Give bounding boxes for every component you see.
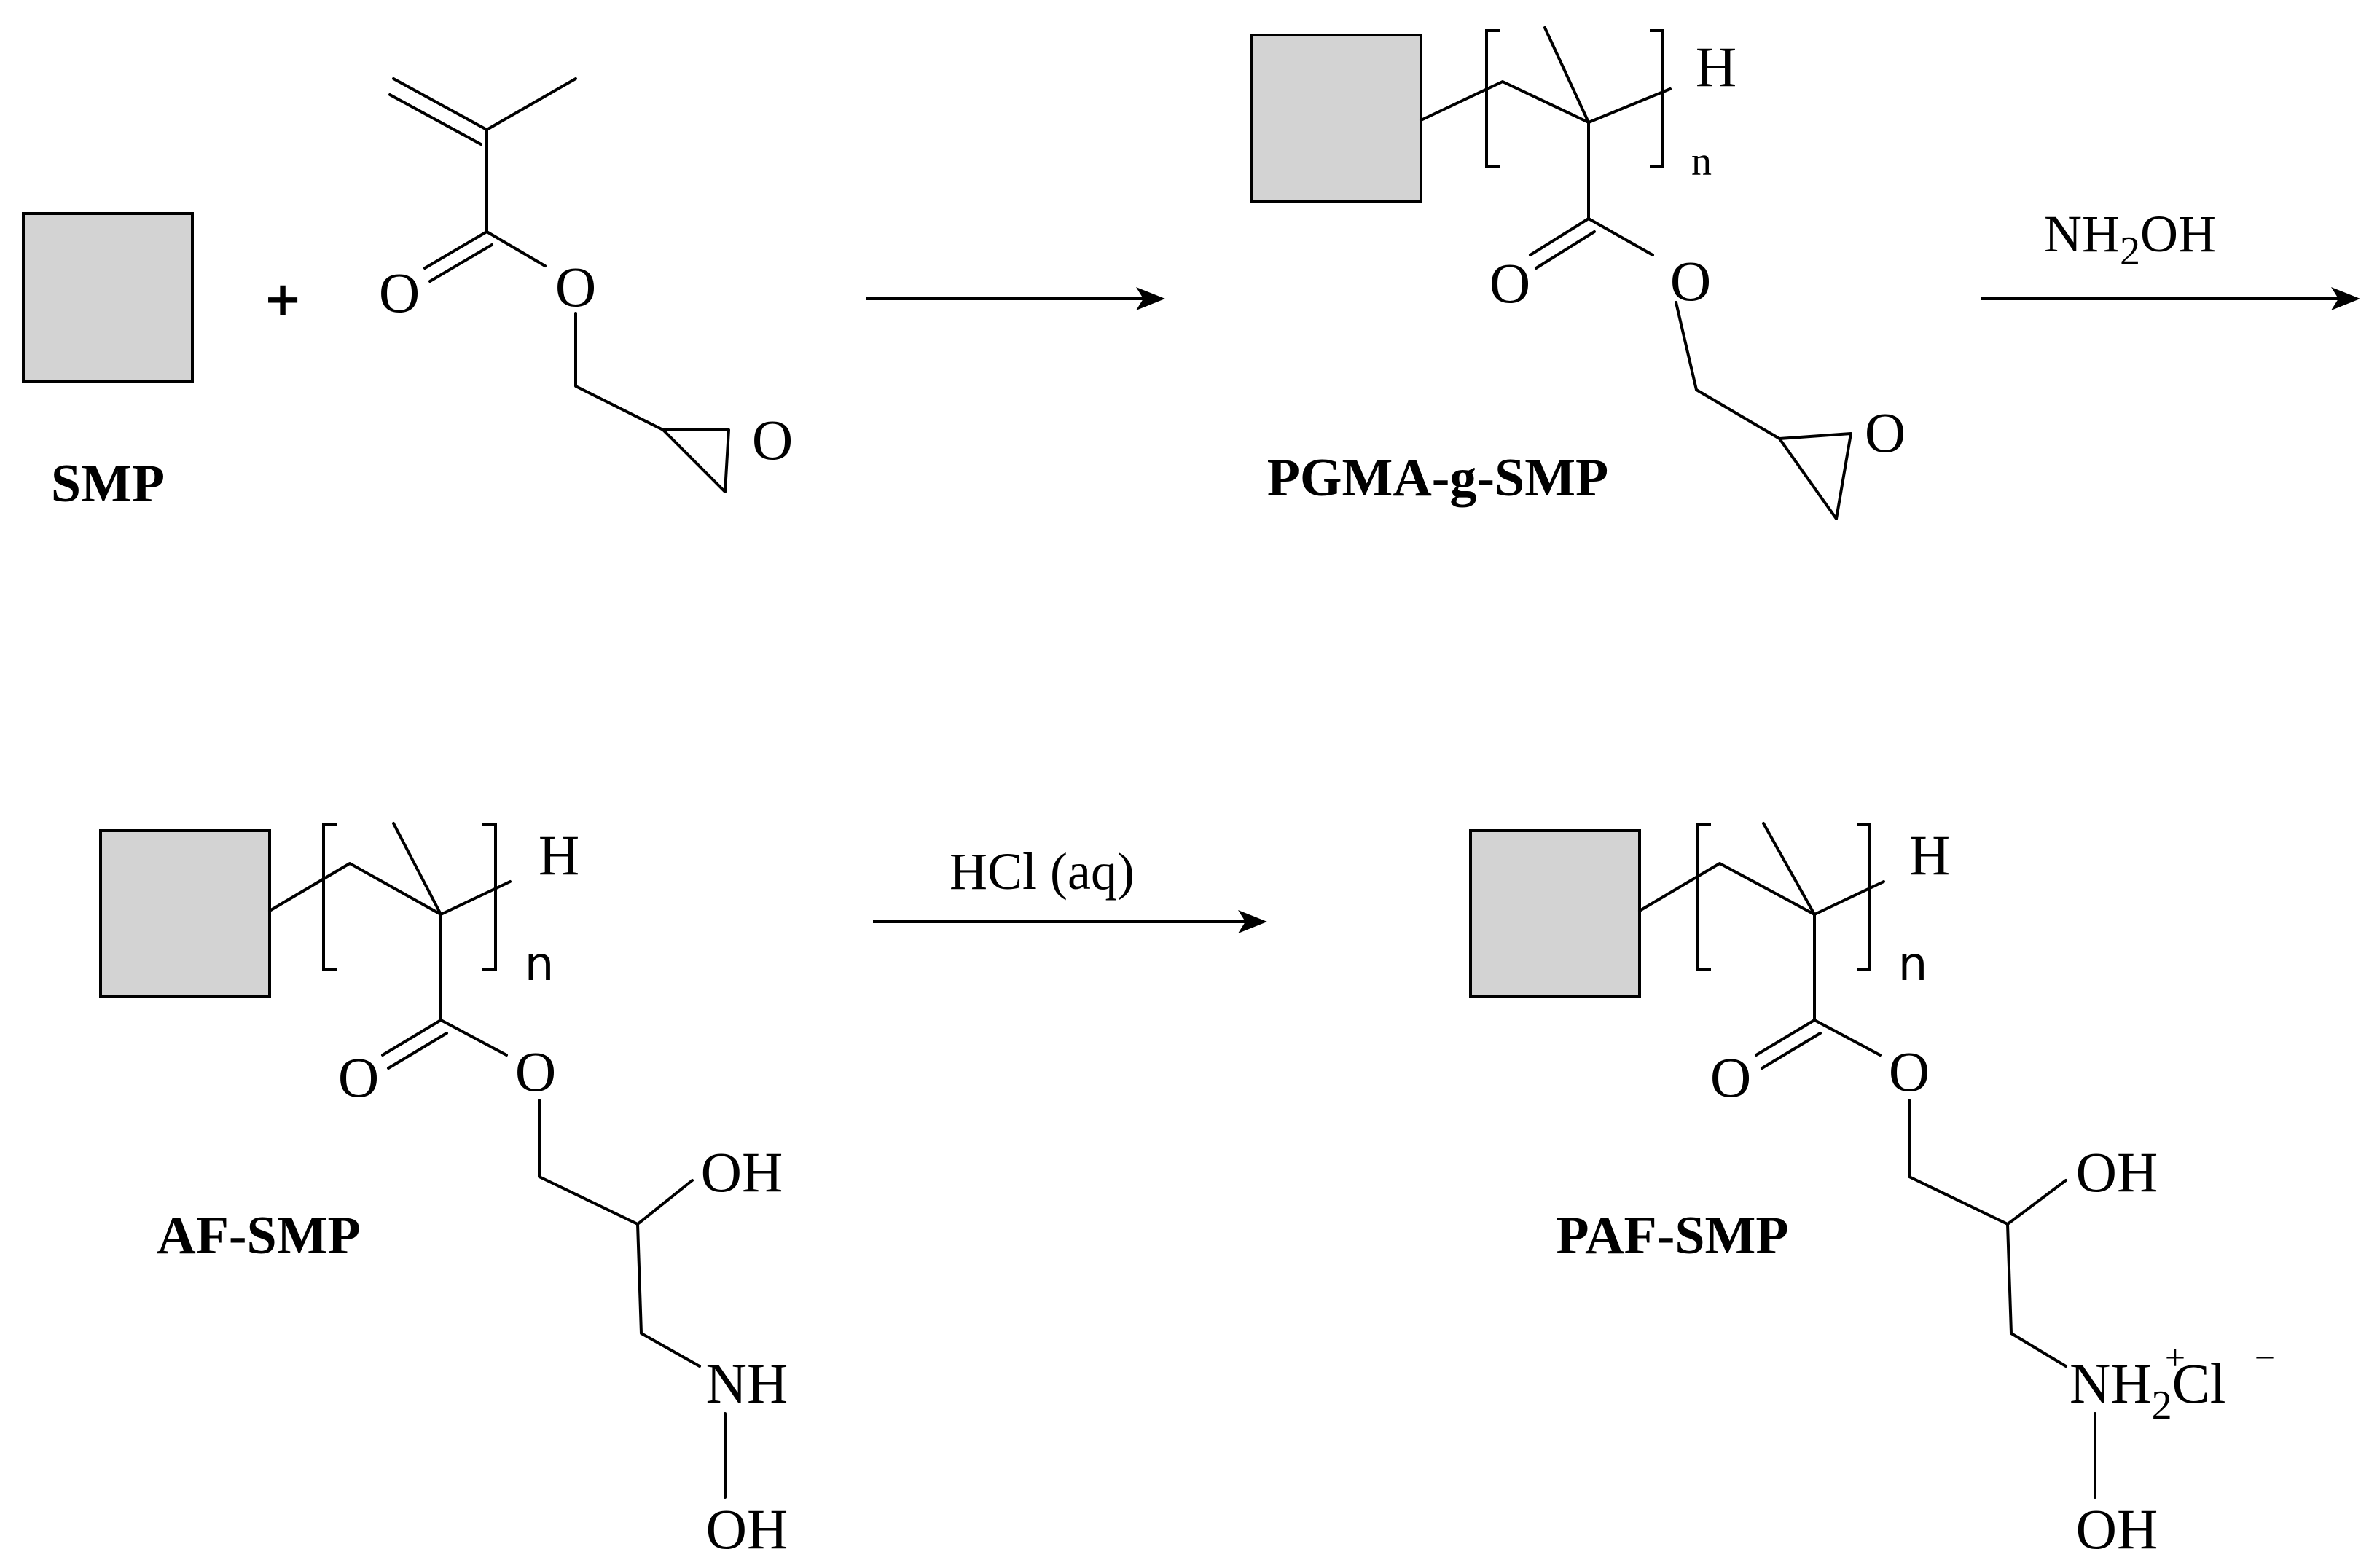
af-particle-square [99,829,271,998]
af-ester-oxygen: O [515,1040,556,1103]
gma-epoxide-oxygen: O [752,408,793,471]
af-amine-nh: NH [706,1352,788,1415]
af-repeat-n: n [525,938,555,992]
gma-monomer: O O O [379,77,793,493]
smp-particle-square [22,212,194,383]
af-backbone-bonds [268,822,727,1499]
pgma-end-h: H [1696,35,1736,98]
paf-smp-compound: H n O O OH NH2Cl + − OH PAF-SMP [1469,822,2275,1561]
pgma-g-smp-label: PGMA-g-SMP [1267,448,1609,508]
af-end-h: H [539,823,579,887]
paf-hydroxyl-group: OH [2076,1140,2158,1204]
reagent-hydroxylamine: NH2OH [2044,205,2216,274]
af-right-bracket [482,823,497,971]
pgma-repeat-n: n [1691,139,1712,184]
paf-left-bracket [1696,823,1711,971]
pgma-epoxide-oxygen: O [1865,401,1906,464]
af-carbonyl-oxygen: O [338,1046,379,1109]
plus-sign: + [263,273,302,326]
pgma-g-smp-compound: H n O O O PGMA-g-SMP [1250,26,1906,520]
pgma-left-bracket [1485,29,1500,168]
gma-bonds [388,77,730,493]
paf-right-bracket [1857,823,1871,971]
paf-backbone-bonds [1638,822,2096,1499]
af-smp-label: AF-SMP [157,1206,361,1266]
paf-chloride-charge: − [2255,1337,2275,1378]
paf-repeat-n: n [1898,938,1928,992]
paf-ammonium-charge: + [2165,1337,2185,1378]
paf-end-h: H [1909,823,1950,887]
paf-ester-oxygen: O [1889,1040,1930,1103]
pgma-right-bracket [1650,29,1664,168]
smp-compound: SMP [22,212,194,514]
pgma-carbonyl-oxygen: O [1489,251,1530,315]
gma-ester-oxygen: O [555,255,596,318]
pgma-particle-square [1250,34,1422,203]
paf-smp-label: PAF-SMP [1556,1206,1788,1266]
reagent-hcl: HCl (aq) [949,842,1135,901]
paf-ammonium-group: NH2Cl [2070,1352,2225,1428]
af-left-bracket [322,823,337,971]
pgma-backbone-bonds [1420,26,1852,520]
af-hydroxyl-group: OH [701,1140,783,1204]
paf-particle-square [1469,829,1641,998]
af-smp-compound: H n O O OH NH OH AF-SMP [99,822,788,1561]
paf-carbonyl-oxygen: O [1710,1046,1751,1109]
reaction-step-3: HCl (aq) [873,842,1267,933]
af-n-hydroxyl: OH [706,1497,788,1561]
gma-carbonyl-oxygen: O [379,261,420,324]
reaction-step-2: NH2OH [1981,205,2360,310]
smp-label: SMP [51,454,165,514]
paf-n-hydroxyl: OH [2076,1497,2158,1561]
pgma-ester-oxygen: O [1670,249,1711,313]
